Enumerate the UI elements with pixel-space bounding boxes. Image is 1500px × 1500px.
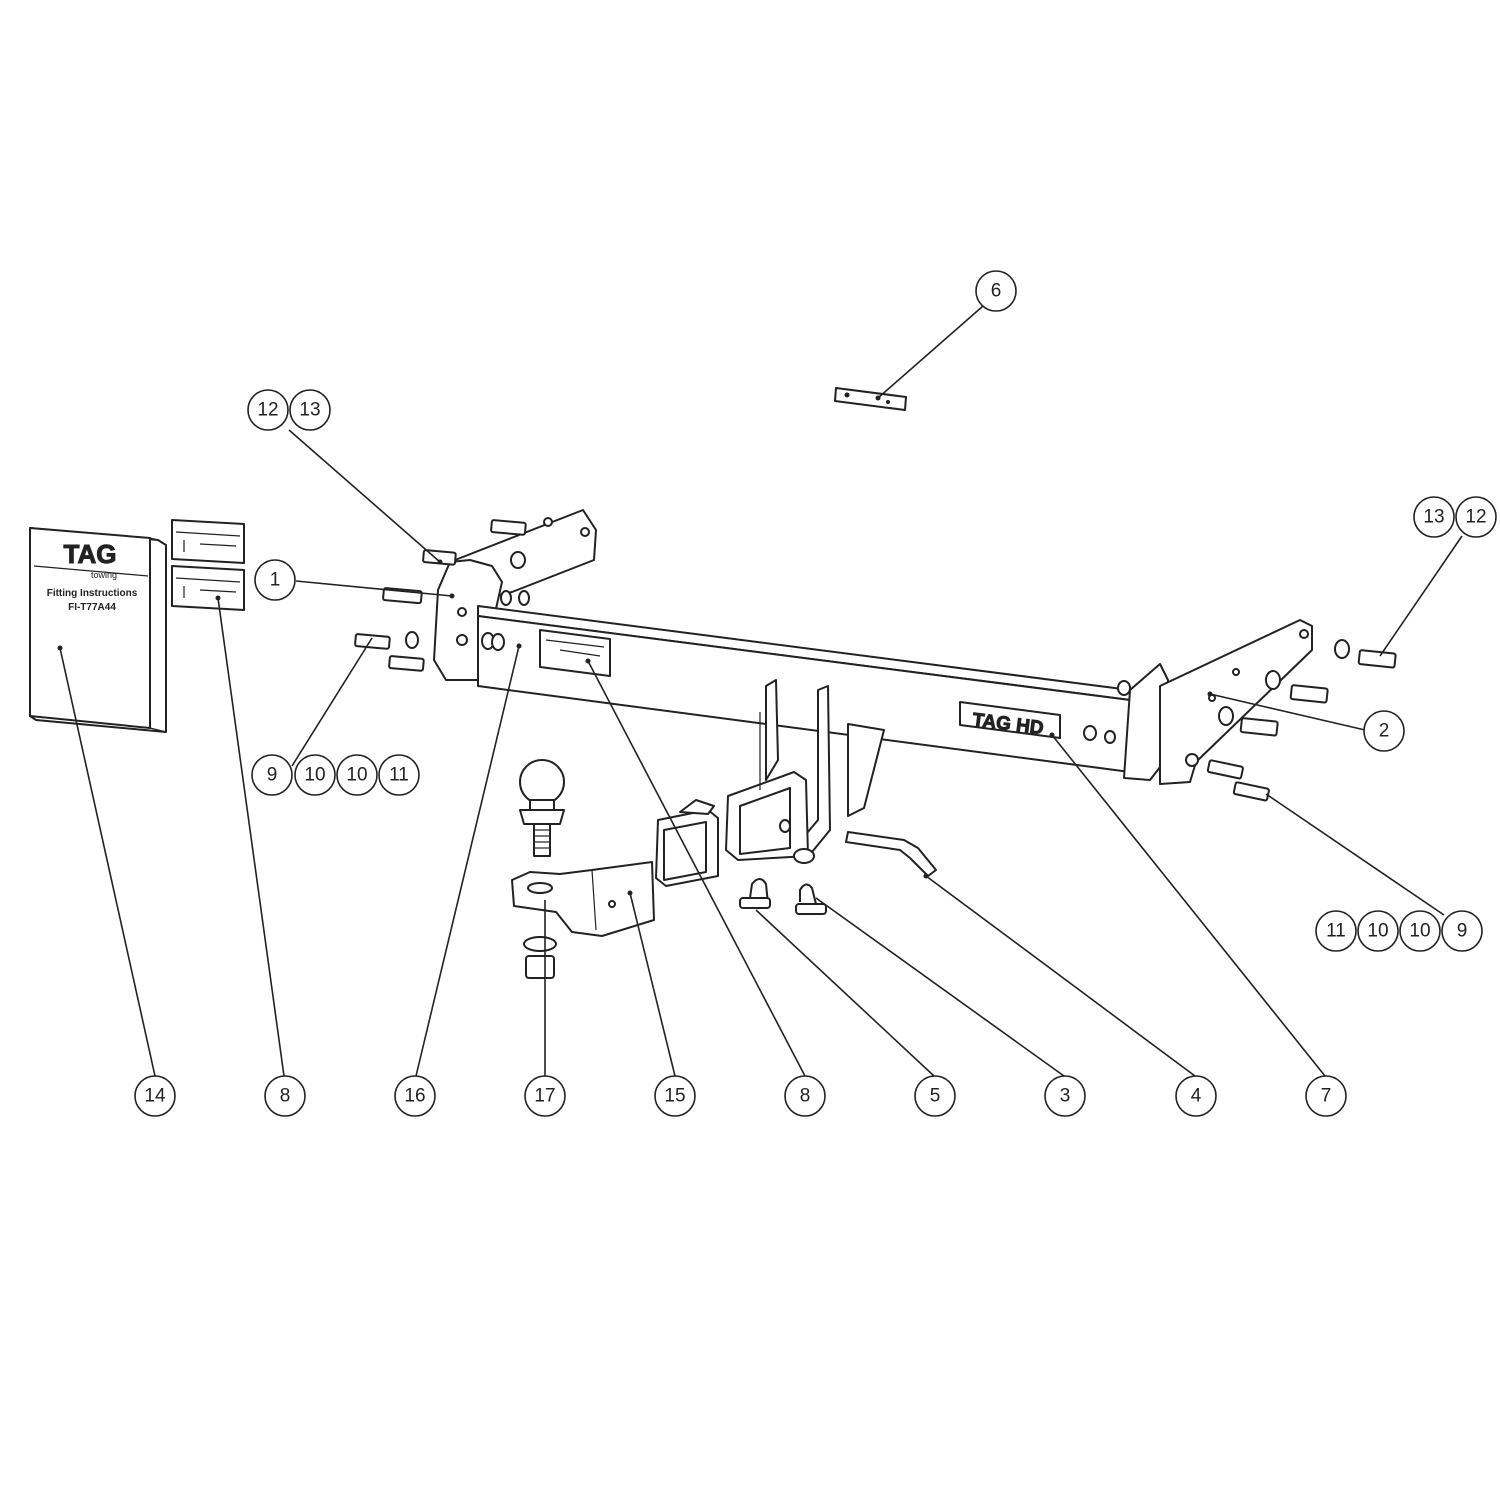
callout-6: 6 (975, 270, 1017, 312)
tow-ball-mount (511, 861, 655, 937)
leader-lines (57, 305, 1463, 1077)
svg-text:10: 10 (346, 765, 367, 786)
svg-text:13: 13 (1423, 507, 1444, 528)
callout-7: 7 (1305, 1075, 1347, 1117)
svg-text:10: 10 (1409, 921, 1430, 942)
callout-8-left: 8 (264, 1075, 306, 1117)
svg-text:9: 9 (1457, 921, 1468, 942)
svg-text:7: 7 (1321, 1086, 1332, 1107)
svg-text:10: 10 (304, 765, 325, 786)
callout-2: 2 (1363, 710, 1405, 752)
callout-13-12-right: 13 12 (1413, 496, 1497, 538)
callout-9-10-10-11-left: 9 10 10 11 (251, 754, 420, 796)
svg-text:8: 8 (280, 1086, 291, 1107)
callout-11-10-10-9-right: 11 10 10 9 (1315, 910, 1483, 952)
manual-code: FI-T77A44 (68, 602, 116, 613)
receiver-pin (845, 831, 937, 877)
manual-brand: TAG (64, 539, 117, 569)
svg-text:11: 11 (389, 765, 409, 786)
svg-text:15: 15 (664, 1086, 685, 1107)
small-plate (834, 387, 907, 411)
right-hardware (1117, 639, 1397, 802)
shackle-right (795, 883, 827, 915)
svg-text:11: 11 (1326, 921, 1346, 942)
manual-brand-sub: towing (91, 570, 117, 580)
svg-text:8: 8 (800, 1086, 811, 1107)
svg-text:4: 4 (1191, 1086, 1202, 1107)
callout-1: 1 (254, 559, 296, 601)
svg-text:13: 13 (299, 400, 320, 421)
svg-text:3: 3 (1060, 1086, 1071, 1107)
callout-15: 15 (654, 1075, 696, 1117)
callout-12-13-left: 12 13 (247, 389, 331, 431)
callout-16: 16 (394, 1075, 436, 1117)
receiver-sleeve (655, 799, 719, 887)
svg-text:14: 14 (144, 1086, 166, 1107)
callout-4: 4 (1175, 1075, 1217, 1117)
callout-17: 17 (524, 1075, 566, 1117)
svg-text:1: 1 (270, 570, 281, 591)
callout-8-centre: 8 (784, 1075, 826, 1117)
main-cross-bar: TAG HD (477, 605, 1131, 773)
svg-text:12: 12 (1465, 507, 1486, 528)
callout-14: 14 (134, 1075, 176, 1117)
callout-3: 3 (1044, 1075, 1086, 1117)
svg-text:2: 2 (1379, 721, 1390, 742)
label-stickers (171, 519, 245, 611)
svg-text:12: 12 (257, 400, 278, 421)
fitting-instructions-manual: TAG towing Fitting Instructions FI-T77A4… (29, 527, 167, 733)
svg-text:17: 17 (534, 1086, 555, 1107)
svg-text:5: 5 (930, 1086, 941, 1107)
right-mounting-bracket (1123, 619, 1313, 785)
svg-text:9: 9 (267, 765, 278, 786)
tow-ball (519, 759, 565, 979)
centre-receiver-mount (725, 679, 885, 864)
svg-text:10: 10 (1367, 921, 1388, 942)
svg-text:6: 6 (991, 281, 1002, 302)
callout-5: 5 (914, 1075, 956, 1117)
manual-title: Fitting Instructions (47, 588, 138, 599)
svg-text:16: 16 (404, 1086, 425, 1107)
shackle-left (739, 878, 771, 909)
